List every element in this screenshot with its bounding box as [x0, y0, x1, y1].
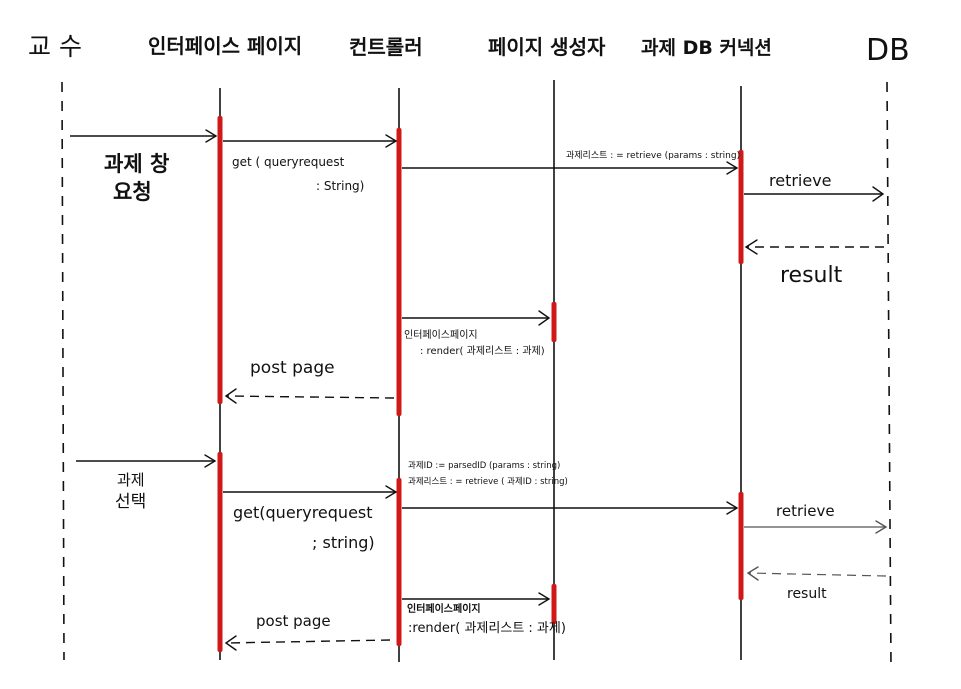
label-get-2-line2: ; string): [312, 533, 375, 552]
activation-ctrl-2: [396, 478, 402, 646]
participant-controller: 컨트롤러: [349, 35, 423, 59]
message-render-2: [402, 592, 551, 606]
message-get-1: [223, 134, 398, 148]
label-get-1-line1: get ( queryrequest: [232, 155, 345, 169]
message-post-page-1: [224, 388, 395, 404]
participant-interface-page: 인터페이스 페이지: [148, 34, 302, 58]
label-render-2-line1: 인터페이스페이지: [407, 602, 481, 615]
note-request-line1: 과제 창: [104, 152, 169, 176]
label-render-2-line2: :render( 과제리스트 : 과제): [408, 621, 566, 636]
label-render-1-line1: 인터페이스페이지: [404, 329, 478, 341]
activation-gen-2: [551, 584, 557, 624]
participant-assignment-db-connection: 과제 DB 커넥션: [641, 37, 772, 59]
activation-ctrl-1: [396, 128, 402, 416]
activation-ui-1: [217, 116, 223, 404]
label-db-retrieve-1: retrieve: [769, 171, 832, 190]
message-select-assignment: [76, 454, 217, 468]
note-select-line2: 선택: [115, 492, 146, 512]
lifeline-db: [886, 81, 892, 669]
label-parse-id: 과제ID := parsedID (params : string): [408, 461, 560, 471]
participant-professor: 교 수: [28, 32, 82, 61]
message-request-assignment-window: [70, 129, 218, 143]
message-retrieve-list-2: [402, 501, 739, 515]
note-select-line1: 과제: [117, 471, 145, 489]
activation-conn-1: [738, 150, 744, 264]
message-get-2: [223, 485, 398, 499]
label-post-page-2: post page: [256, 612, 331, 630]
label-retrieve-list-2: 과제리스트 : = retrieve ( 과제ID : string): [408, 477, 568, 487]
activation-gen-1: [551, 302, 557, 342]
message-post-page-2: [224, 635, 391, 651]
label-retrieve-list-1: 과제리스트 : = retrieve (params : string): [566, 150, 740, 161]
note-request-line2: 요청: [113, 180, 152, 204]
participant-page-generator: 페이지 생성자: [488, 35, 606, 59]
message-db-result-2: [746, 566, 887, 581]
label-get-1-line2: : String): [316, 179, 364, 193]
message-render-1: [402, 310, 551, 326]
label-post-page-1: post page: [250, 358, 335, 378]
message-db-retrieve-1: [744, 186, 885, 202]
lifeline-professor: [61, 81, 65, 661]
message-retrieve-list-1: [402, 161, 739, 175]
label-db-result-1: result: [780, 263, 843, 288]
message-db-retrieve-2: [744, 520, 888, 534]
activation-ui-2: [217, 452, 223, 652]
label-db-retrieve-2: retrieve: [776, 502, 835, 520]
participant-db: DB: [866, 33, 910, 68]
activation-conn-2: [738, 492, 744, 600]
label-db-result-2: result: [787, 586, 827, 602]
message-db-result-1: [744, 239, 884, 255]
label-get-2-line1: get(queryrequest: [233, 503, 373, 522]
label-render-1-line2: : render( 과제리스트 : 과제): [420, 345, 545, 357]
